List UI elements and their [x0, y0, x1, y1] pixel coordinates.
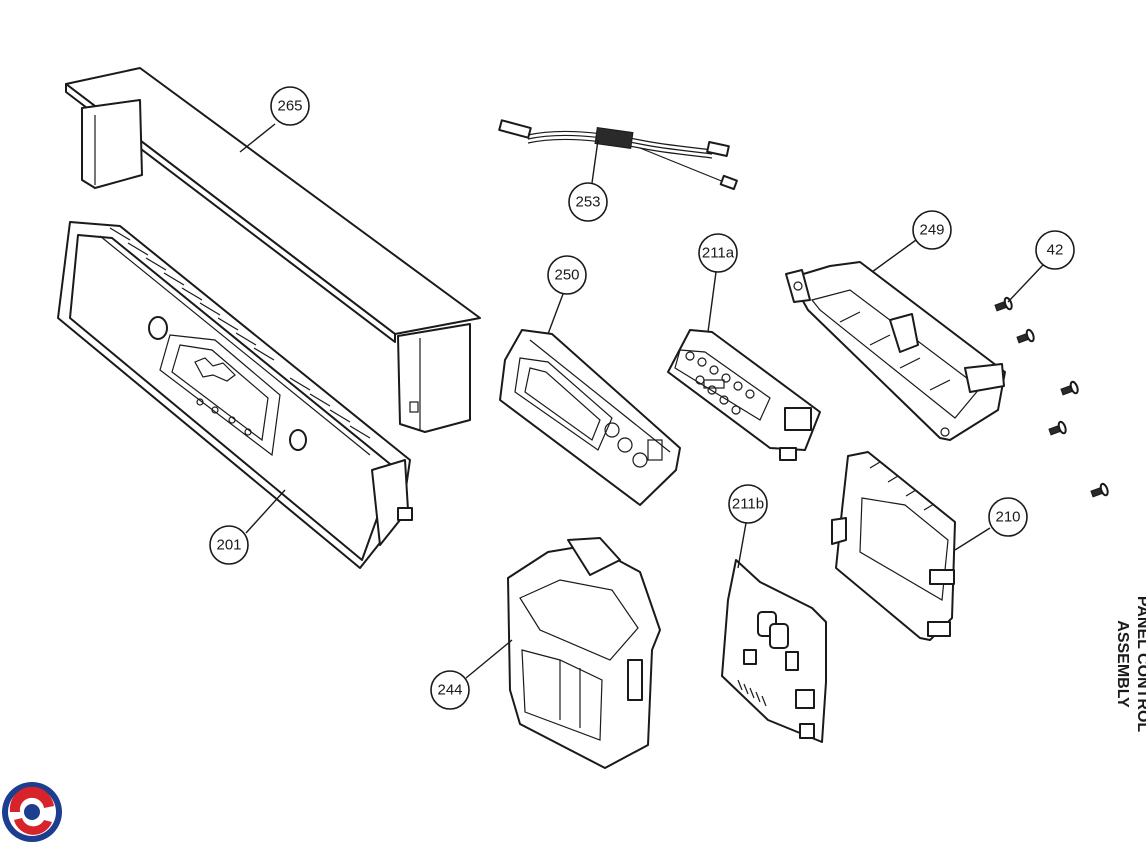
part-210-housing — [831, 451, 956, 641]
part-253-wire-harness — [498, 119, 738, 191]
part-42-screws — [994, 296, 1109, 498]
callout-label: 253 — [575, 194, 600, 211]
logo-swirl-red — [9, 786, 54, 812]
callout-label: 201 — [216, 537, 241, 554]
brand-logo — [2, 782, 62, 842]
callout-211a: 211a — [698, 233, 738, 333]
title-line-2: ASSEMBLY — [1114, 620, 1131, 708]
callout-210: 210 — [954, 497, 1028, 551]
callout-265: 265 — [239, 86, 310, 153]
callout-label: 249 — [919, 222, 944, 239]
part-201-control-panel — [57, 221, 413, 569]
part-211a-display-board — [667, 329, 821, 461]
callout-211b: 211b — [728, 484, 768, 569]
part-249-bracket — [785, 261, 1006, 441]
part-265-trim-bar — [65, 67, 481, 433]
callout-244: 244 — [430, 639, 513, 710]
callout-249: 249 — [871, 210, 952, 273]
callout-253: 253 — [568, 139, 608, 222]
title-line-1: PANEL CONTROL — [1134, 596, 1146, 733]
callout-label: 42 — [1047, 242, 1064, 259]
callout-label: 265 — [277, 98, 302, 115]
callout-label: 210 — [995, 509, 1020, 526]
part-244-lower-housing — [507, 537, 661, 769]
callout-42: 42 — [1007, 230, 1075, 303]
callout-201: 201 — [209, 489, 286, 565]
callout-label: 211b — [732, 496, 764, 513]
part-250-display-frame — [499, 329, 681, 506]
part-211b-main-board — [721, 559, 827, 743]
callout-label: 211a — [702, 245, 735, 262]
callout-label: 250 — [554, 267, 579, 284]
callout-label: 244 — [437, 682, 462, 699]
diagram-title: PANEL CONTROL ASSEMBLY — [1114, 596, 1146, 733]
callout-250: 250 — [547, 255, 587, 335]
